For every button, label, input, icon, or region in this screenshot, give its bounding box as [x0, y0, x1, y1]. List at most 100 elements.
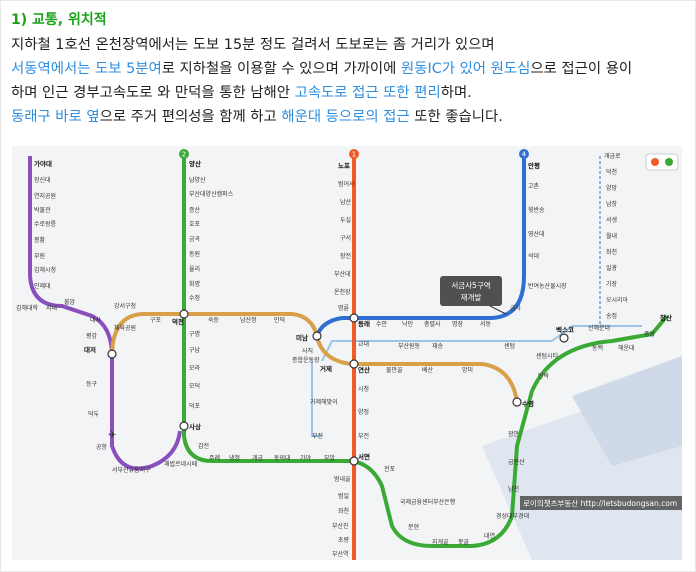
svg-text:양망: 양망	[606, 184, 618, 192]
svg-text:증산: 증산	[189, 206, 201, 214]
highlight-wondong-ic: 원동IC가 있어 원도심	[400, 61, 531, 77]
svg-text:좌천: 좌천	[338, 507, 349, 515]
svg-text:못골: 못골	[458, 539, 470, 546]
svg-text:부전: 부전	[358, 432, 369, 440]
description-paragraph: 지하철 1호선 온천장역에서는 도보 15분 정도 걸려서 도보로는 좀 거리가…	[11, 33, 689, 129]
text-line3b: 하며.	[440, 85, 472, 101]
svg-text:김해시청: 김해시청	[34, 266, 56, 274]
line4-station-labels: 안평 고촌 윗반송 영산대 석대 반여농산물시장 금사 서동 명장 충렬사 낙민…	[376, 161, 567, 328]
line4-path	[315, 156, 526, 337]
line2-badge	[179, 149, 189, 159]
svg-text:가야: 가야	[300, 454, 312, 462]
svg-text:명륜: 명륜	[338, 304, 350, 312]
svg-text:인제대: 인제대	[34, 282, 51, 290]
line4-badge	[519, 149, 529, 159]
svg-text:등구: 등구	[86, 381, 98, 388]
svg-text:센텀: 센텀	[504, 342, 515, 350]
text-line4a: 으로 주거 편의성을 함께 하고	[99, 109, 282, 125]
svg-text:남산: 남산	[340, 198, 352, 206]
highlight-highway: 고속도로 접근 또한 편리	[294, 85, 441, 101]
svg-text:모라: 모라	[189, 364, 201, 372]
svg-text:범어사: 범어사	[338, 180, 355, 188]
line5-station-labels: 가야대 장신대 연지공원 박물관 수로왕릉 봉황 부원 김해시청 인제대 김해대…	[16, 159, 197, 474]
svg-text:남천: 남천	[508, 485, 519, 493]
svg-text:명장: 명장	[452, 320, 464, 328]
svg-text:범일: 범일	[338, 492, 349, 500]
svg-text:부산대양산캠퍼스: 부산대양산캠퍼스	[189, 190, 234, 198]
legend-dot-2	[665, 158, 673, 166]
text-line2a: 로 지하철을 이용할 수 있으며 가까이에	[161, 61, 401, 77]
svg-text:장산: 장산	[660, 313, 672, 322]
svg-text:반여농산물시장: 반여농산물시장	[528, 282, 567, 290]
svg-text:송정: 송정	[606, 312, 617, 320]
redevelopment-callout: 서금사5구역 재개발	[440, 276, 507, 315]
svg-text:봉황: 봉황	[34, 236, 46, 244]
svg-text:공항: 공항	[96, 443, 108, 451]
paragraph-line-4: 동래구 바로 옆으로 주거 편의성을 함께 하고 해운대 등으로의 접근 또한 …	[11, 105, 689, 129]
svg-text:부원: 부원	[34, 252, 45, 260]
svg-text:체육공원: 체육공원	[114, 324, 136, 332]
svg-text:영산대: 영산대	[528, 230, 545, 238]
svg-text:망미: 망미	[462, 366, 473, 374]
svg-text:금련산: 금련산	[508, 458, 525, 466]
svg-text:수정: 수정	[189, 295, 200, 302]
svg-text:평강: 평강	[86, 332, 98, 340]
svg-text:지내: 지내	[46, 304, 57, 312]
line2-station-labels: 양산 남양산 부산대양산캠퍼스 증산 호포 금곡 동원 율리 화명 수정 덕천 …	[172, 159, 672, 546]
svg-text:동의대: 동의대	[274, 454, 291, 462]
svg-text:모덕: 모덕	[189, 383, 200, 390]
svg-text:냉정: 냉정	[229, 454, 240, 462]
highlight-seodong: 서동역에서는 도보 5분여	[11, 61, 162, 77]
svg-text:사직: 사직	[302, 347, 313, 355]
svg-text:덕포: 덕포	[189, 403, 201, 410]
east-coast-station-labels: 개금로 덕천 양망 남창 서생 월내 좌천 일광 기장 오시리아 송정	[604, 152, 629, 320]
svg-text:수안: 수안	[376, 320, 388, 328]
svg-text:율리: 율리	[189, 265, 200, 273]
svg-text:오시리아: 오시리아	[606, 296, 629, 304]
svg-text:부암: 부암	[324, 454, 336, 462]
callout-line2: 재개발	[461, 292, 482, 302]
svg-text:부산대: 부산대	[334, 270, 351, 278]
svg-text:숙등: 숙등	[208, 316, 220, 324]
svg-text:장전: 장전	[340, 252, 351, 260]
svg-text:충렬사: 충렬사	[424, 320, 441, 328]
svg-text:미남: 미남	[296, 333, 308, 342]
callout-line1: 서금사5구역	[451, 280, 490, 290]
svg-text:물만골: 물만골	[386, 366, 403, 374]
svg-text:재송: 재송	[432, 342, 444, 350]
svg-text:노포: 노포	[338, 162, 350, 170]
svg-text:주례: 주례	[209, 454, 220, 462]
svg-text:화명: 화명	[189, 280, 200, 288]
line2-path	[182, 156, 669, 548]
svg-text:낙민: 낙민	[402, 320, 413, 328]
line1-station-labels: 노포 범어사 남산 두실 구서 장전 부산대 온천장 명륜 동래 교대 연산 시…	[332, 162, 370, 558]
svg-text:장신대: 장신대	[34, 176, 51, 184]
light-rail-branch	[311, 361, 322, 437]
svg-text:부산역: 부산역	[332, 550, 349, 558]
svg-text:안평: 안평	[528, 161, 540, 170]
line1-badge	[349, 149, 359, 159]
svg-text:벡스코: 벡스코	[556, 325, 574, 334]
svg-text:범내골: 범내골	[334, 475, 351, 483]
svg-text:석대: 석대	[528, 252, 539, 260]
svg-text:양산: 양산	[189, 159, 201, 168]
svg-text:금곡: 금곡	[189, 236, 201, 243]
svg-text:초량: 초량	[338, 537, 350, 544]
subway-map-image: 2 1 4 3 노포 범어사 남산 두실 구서 장전	[12, 146, 682, 560]
highlight-dongnae: 동래구 바로 옆	[11, 109, 100, 125]
svg-text:개금로: 개금로	[604, 152, 621, 160]
svg-text:구서: 구서	[340, 234, 351, 242]
svg-text:연산: 연산	[358, 365, 370, 374]
svg-text:경성대부경대: 경성대부경대	[496, 512, 529, 520]
paragraph-line-3: 하며 인근 경부고속도로 와 만덕을 통한 남해안 고속도로 접근 또한 편리하…	[11, 81, 689, 105]
svg-text:부산진: 부산진	[332, 522, 349, 530]
svg-text:양정: 양정	[358, 408, 369, 416]
svg-text:금사: 금사	[510, 304, 522, 312]
svg-text:기장: 기장	[606, 280, 618, 288]
svg-text:호포: 호포	[189, 221, 201, 228]
svg-text:박물관: 박물관	[34, 206, 51, 214]
svg-text:광안: 광안	[508, 430, 520, 438]
svg-text:서부산유통지구: 서부산유통지구	[112, 466, 151, 474]
svg-text:남산정: 남산정	[240, 316, 257, 324]
highlight-haeundae: 해운대 등으로의 접근	[281, 109, 410, 125]
